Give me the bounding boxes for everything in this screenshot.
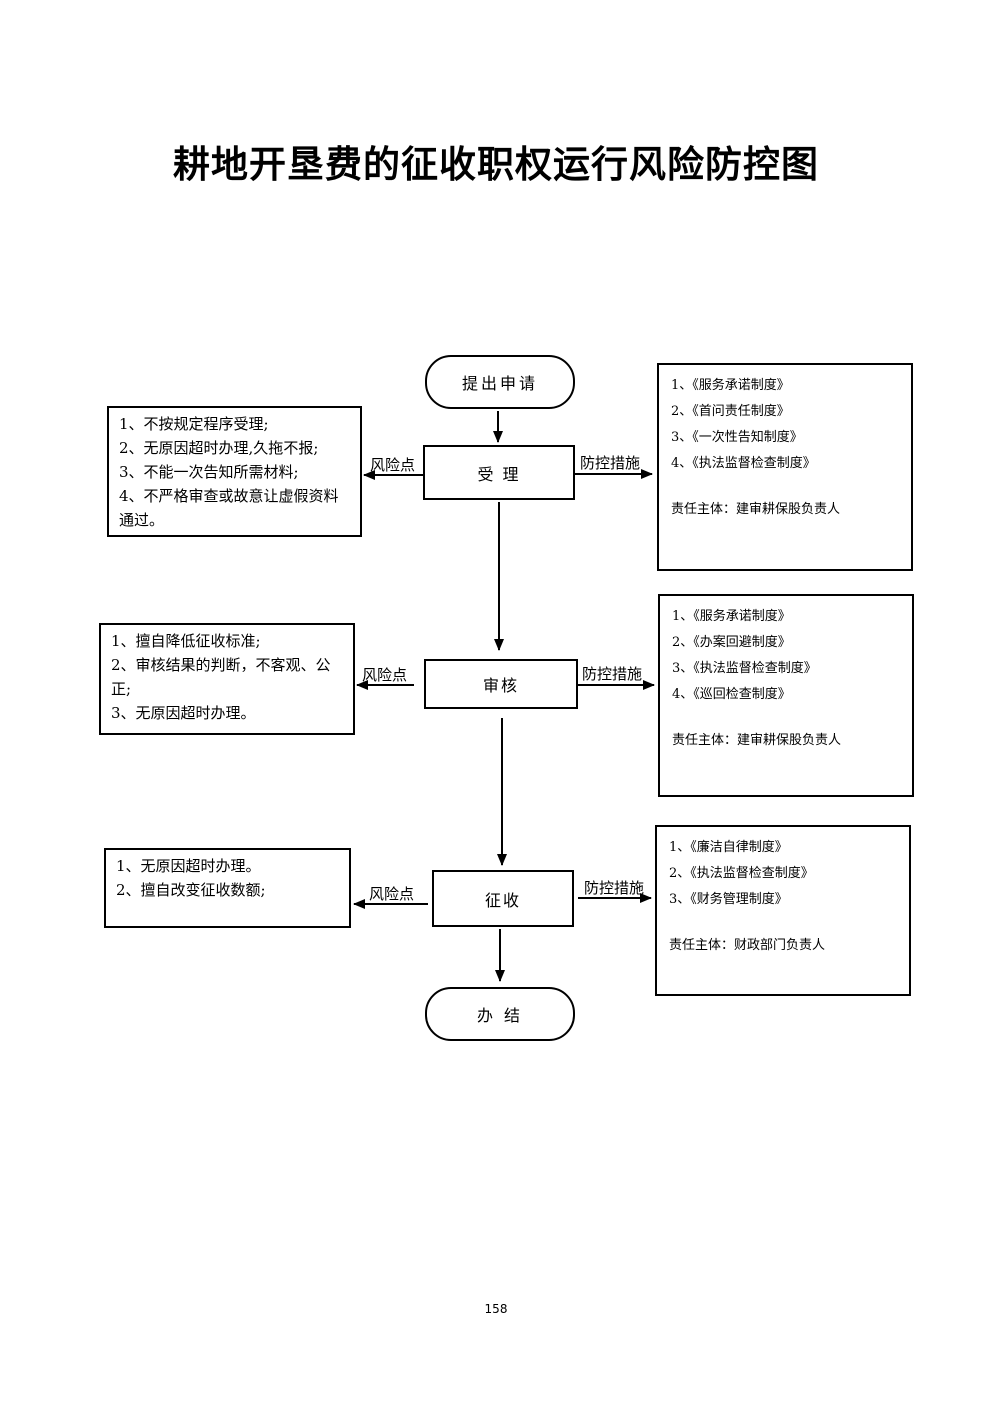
risk-item: 3、不能一次告知所需材料; [119, 463, 299, 481]
page-number: 158 [484, 1302, 508, 1316]
control-box-accept: 1、《服务承诺制度》 2、《首问责任制度》 3、《一次性告知制度》 4、《执法监… [657, 363, 913, 571]
risk-point-label: 风险点 [369, 885, 415, 903]
measure-item: 2、《执法监督检查制度》 [669, 866, 814, 881]
measure-item: 3、《执法监督检查制度》 [672, 661, 817, 676]
process-box-collect: 征收 [432, 870, 574, 927]
risk-item: 2、擅自改变征收数额; [116, 881, 266, 899]
risk-item: 1、擅自降低征收标准; [111, 632, 261, 650]
risk-point-label: 风险点 [362, 666, 408, 684]
risk-item: 3、无原因超时办理。 [111, 704, 256, 722]
measure-item: 2、《办案回避制度》 [672, 635, 791, 650]
measure-item: 4、《巡回检查制度》 [672, 687, 791, 702]
process-label: 受 理 [477, 464, 521, 484]
control-measure-label: 防控措施 [584, 879, 645, 897]
process-label: 征收 [484, 890, 521, 910]
process-label: 审核 [482, 676, 519, 695]
control-box-collect: 1、《廉洁自律制度》 2、《执法监督检查制度》 3、《财务管理制度》 责任主体：… [655, 825, 911, 996]
measure-item: 1、《服务承诺制度》 [671, 378, 790, 393]
risk-item: 2、无原因超时办理,久拖不报; [119, 439, 319, 457]
start-terminal-label: 提出申请 [461, 374, 538, 393]
page-title: 耕地开垦费的征收职权运行风险防控图 [173, 143, 819, 186]
responsible-party: 责任主体：建审耕保股负责人 [672, 733, 842, 748]
end-terminal: 办 结 [425, 987, 575, 1041]
measure-item: 1、《服务承诺制度》 [672, 609, 791, 624]
measure-item: 3、《一次性告知制度》 [671, 430, 803, 445]
risk-item: 1、不按规定程序受理; [119, 415, 269, 433]
risk-item: 1、无原因超时办理。 [116, 857, 261, 875]
measure-item: 1、《廉洁自律制度》 [669, 840, 788, 855]
end-terminal-label: 办 结 [476, 1006, 524, 1025]
responsible-party: 责任主体：建审耕保股负责人 [671, 502, 841, 517]
process-box-accept: 受 理 [423, 445, 575, 500]
start-terminal: 提出申请 [425, 355, 575, 409]
responsible-party: 责任主体：财政部门负责人 [669, 938, 826, 953]
control-measure-label: 防控措施 [580, 454, 641, 472]
risk-box-accept: 1、不按规定程序受理; 2、无原因超时办理,久拖不报; 3、不能一次告知所需材料… [107, 406, 362, 537]
process-box-review: 审核 [424, 659, 578, 709]
risk-point-label: 风险点 [370, 456, 416, 474]
measure-item: 4、《执法监督检查制度》 [671, 456, 816, 471]
risk-box-collect: 1、无原因超时办理。 2、擅自改变征收数额; [104, 848, 351, 928]
measure-item: 2、《首问责任制度》 [671, 404, 790, 419]
risk-item: 2、审核结果的判断，不客观、公正; [111, 656, 331, 698]
control-measure-label: 防控措施 [582, 665, 643, 683]
measure-item: 3、《财务管理制度》 [669, 892, 788, 907]
control-box-review: 1、《服务承诺制度》 2、《办案回避制度》 3、《执法监督检查制度》 4、《巡回… [658, 594, 914, 797]
risk-box-review: 1、擅自降低征收标准; 2、审核结果的判断，不客观、公正; 3、无原因超时办理。 [99, 623, 355, 735]
risk-item: 4、不严格审查或故意让虚假资料通过。 [119, 487, 339, 529]
